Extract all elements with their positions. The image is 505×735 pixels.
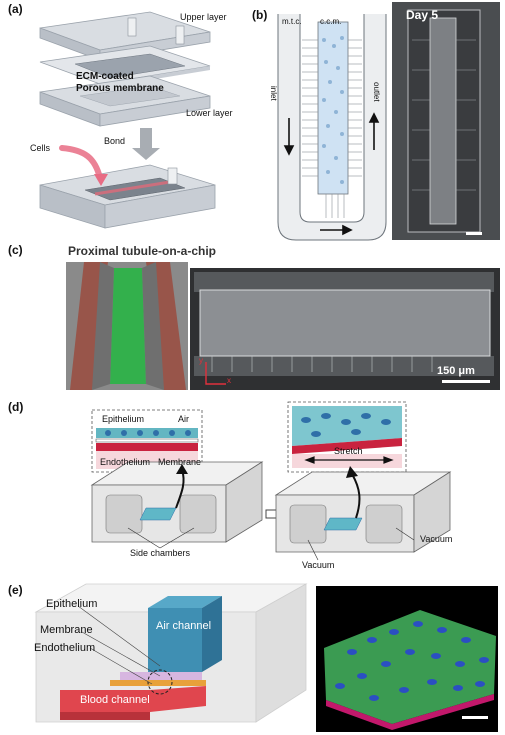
d-stretch-label: Stretch [334, 446, 363, 456]
e-membrane-label: Membrane [40, 624, 93, 636]
mtc-label: m.t.c. [282, 17, 302, 26]
d-air-label: Air [178, 414, 189, 424]
e-endothelium-label: Endothelium [34, 642, 96, 654]
upper-layer-label: Upper layer [180, 12, 227, 22]
e-air-channel-label: Air channel [156, 620, 212, 632]
ccm-label: c.c.m. [320, 17, 342, 26]
flow-arrows [283, 112, 380, 236]
air-channel-block [148, 596, 222, 608]
panel-d-label: (d) [8, 400, 24, 414]
panel-c-tubule-illustration [66, 262, 500, 390]
membrane-label-line2: Porous membrane [76, 83, 164, 94]
d-side-chambers-label: Side chambers [130, 548, 191, 558]
axis-y-label: y [199, 356, 203, 365]
cell-dots [322, 36, 344, 184]
panel-a-device-illustration [39, 11, 216, 229]
day5-label: Day 5 [406, 8, 439, 22]
xy-axis-indicator [205, 362, 226, 385]
panel-c-title: Proximal tubule-on-a-chip [68, 244, 217, 258]
scale-bar-b [466, 232, 482, 235]
panel-a-label: (a) [8, 2, 23, 16]
membrane-label-line1: ECM-coated [76, 71, 134, 82]
bonded-device [39, 164, 216, 229]
d-epithelium-label: Epithelium [102, 414, 145, 424]
panel-d-lung-chip-schematic [90, 401, 452, 561]
blood-channel-block [60, 686, 206, 712]
scale-bar-c [442, 380, 490, 383]
panel-e-label: (e) [8, 583, 23, 597]
scale-label-c: 150 μm [437, 365, 475, 377]
porous-membrane-layer [39, 45, 211, 88]
cells-arrow [59, 145, 103, 181]
e-blood-channel-label: Blood channel [80, 694, 150, 706]
cells-label: Cells [30, 143, 51, 153]
panel-c-label: (c) [8, 243, 23, 257]
d-endothelium-label: Endothelium [100, 457, 151, 467]
d-membrane-label: Membrane [158, 457, 202, 467]
bond-label: Bond [104, 136, 126, 146]
axis-x-label: x [227, 376, 231, 385]
microchannel-combs [302, 39, 362, 177]
d-vacuum-right-label: Vacuum [420, 534, 453, 544]
panel-b-channel-schematic [277, 2, 500, 241]
d-vacuum-left-label: Vacuum [302, 560, 335, 570]
lower-layer-label: Lower layer [186, 108, 233, 118]
e-epithelium-label: Epithelium [46, 598, 98, 610]
lower-layer-slab [39, 75, 211, 127]
scale-bar-e [462, 716, 488, 719]
panel-b-label: (b) [252, 8, 268, 22]
